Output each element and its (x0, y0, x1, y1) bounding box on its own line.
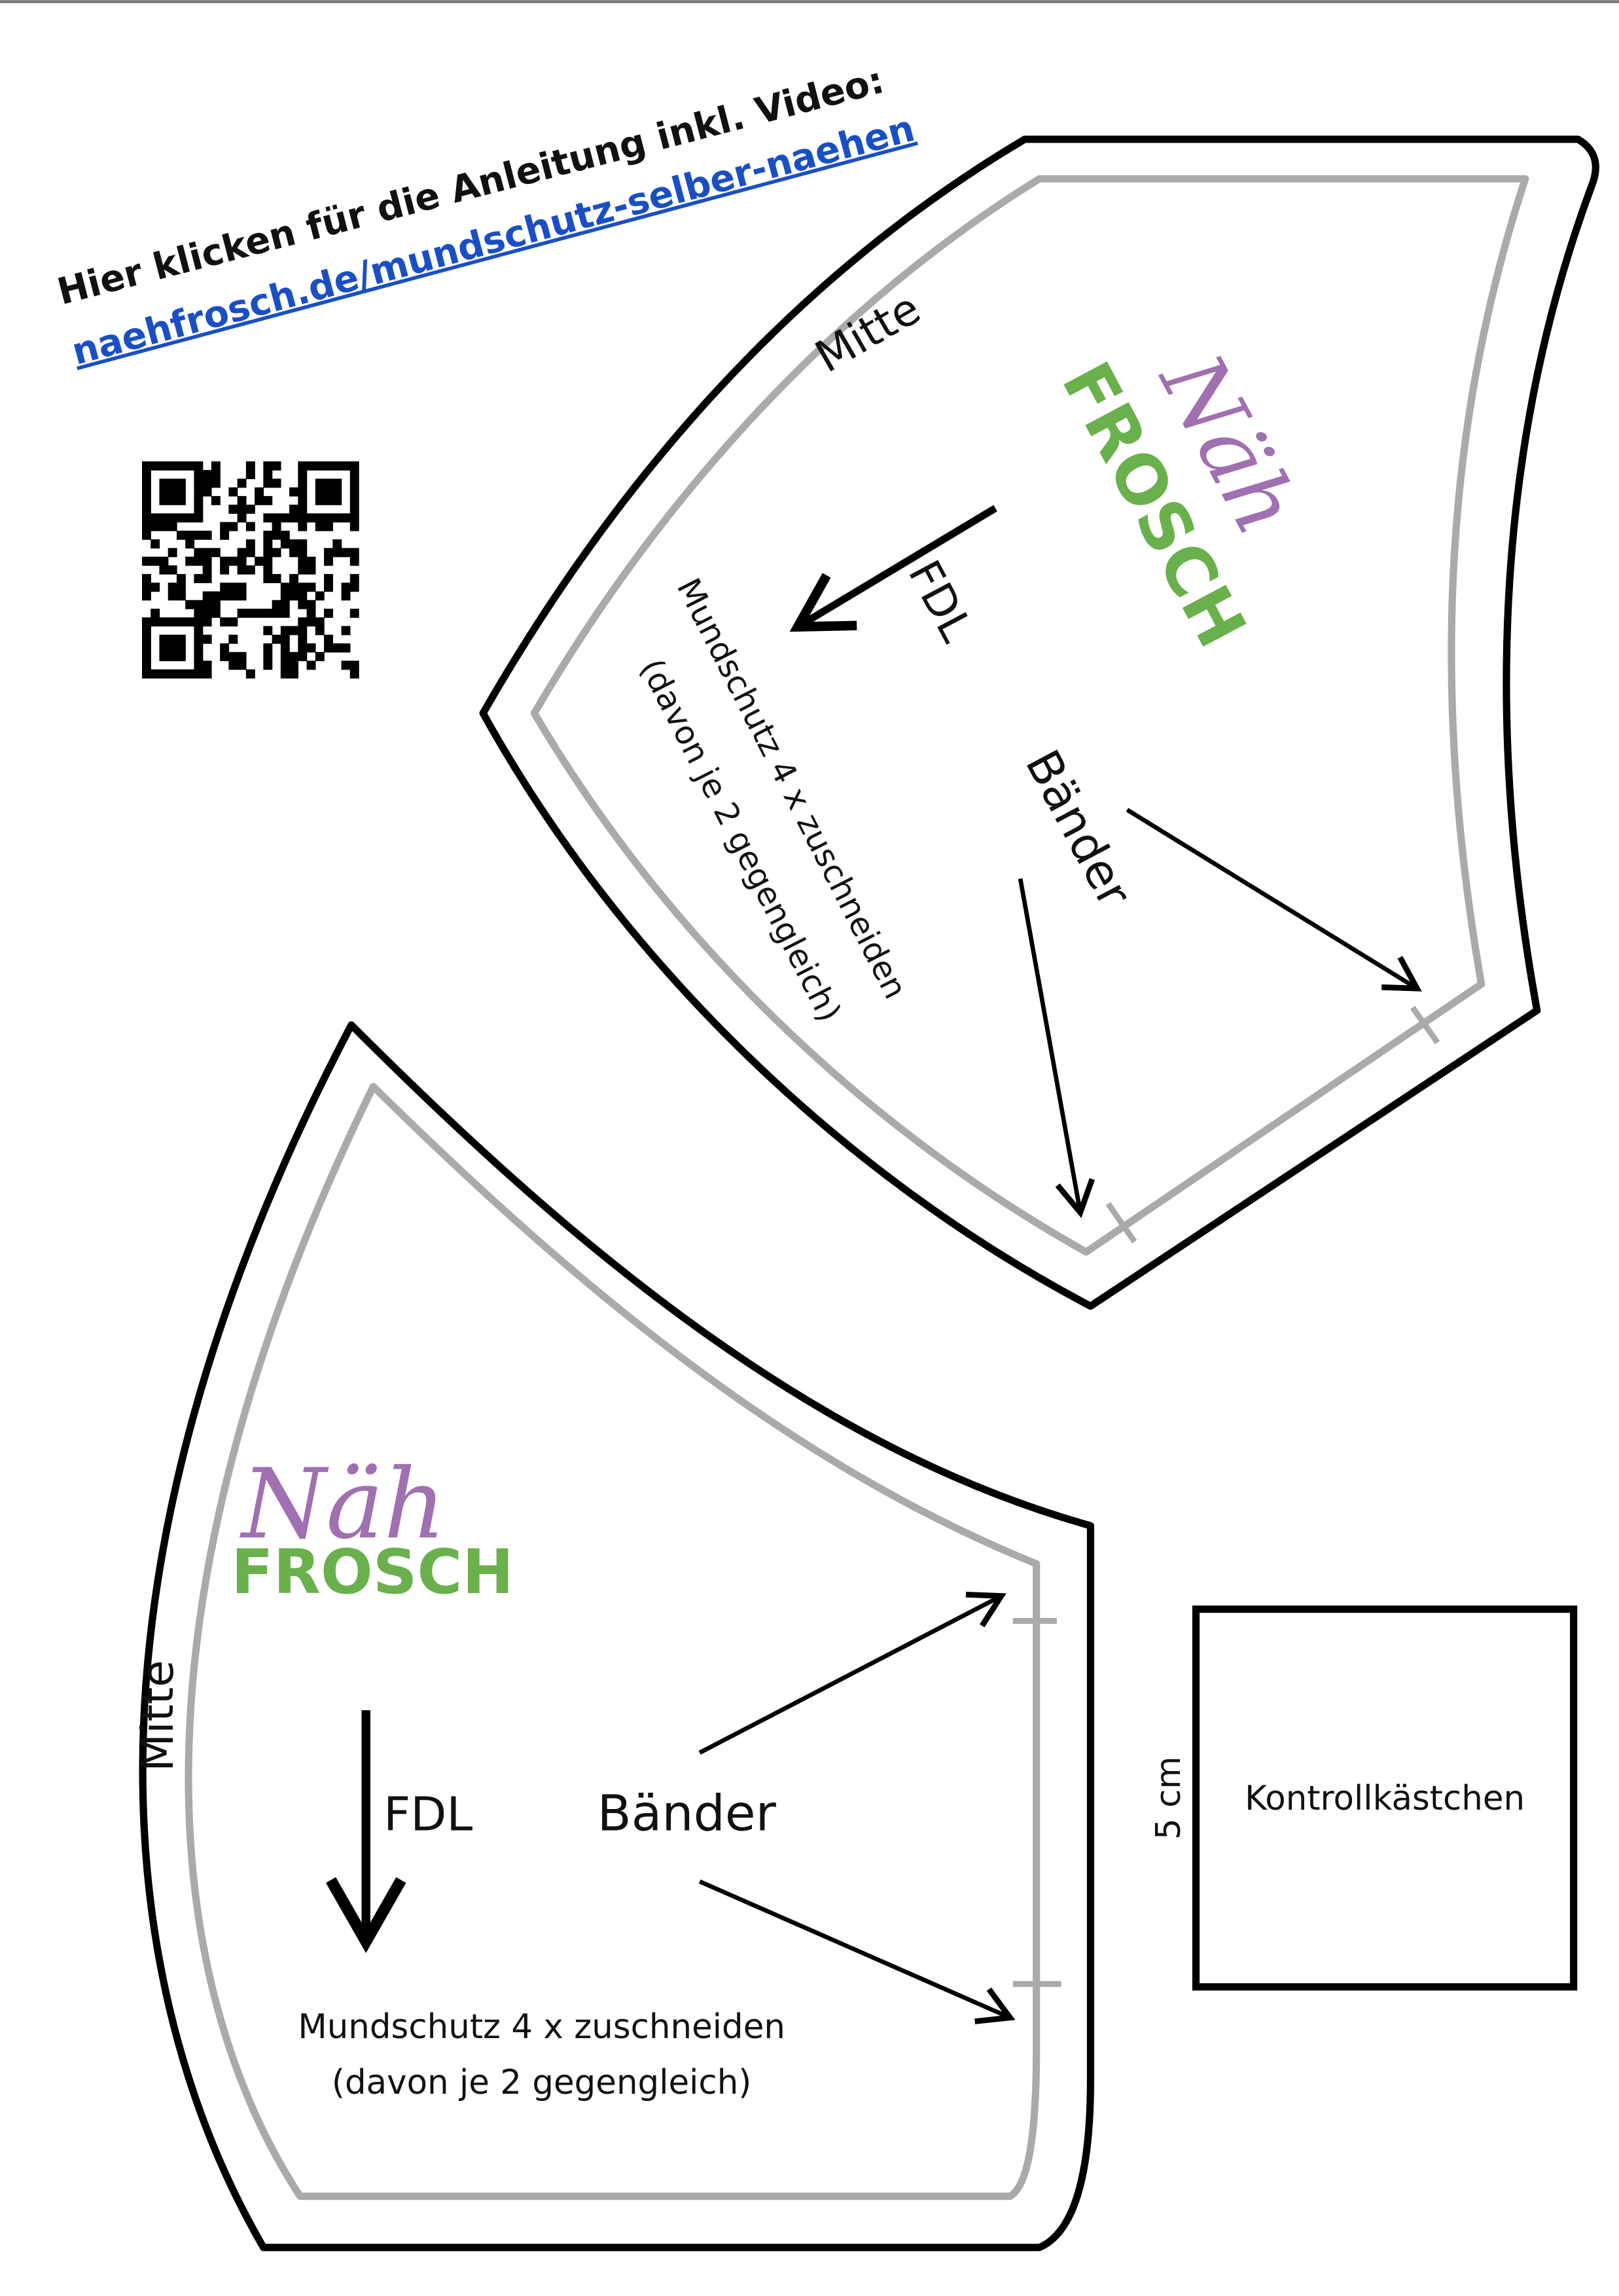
logo-brand: FROSCH (231, 1537, 514, 1608)
control-box-label: Kontrollkästchen (1245, 1779, 1525, 1818)
cut-instruction-note: (davon je 2 gegengleich) (332, 2063, 752, 2102)
tie-arrow (698, 1879, 1016, 2024)
tie-arrow (698, 1591, 1006, 1755)
tie-arrow (1018, 878, 1095, 1219)
cut-line (479, 135, 1599, 1310)
seam-line (185, 1083, 1041, 2200)
grain-arrow (789, 505, 997, 632)
center-label: Mitte (132, 1660, 183, 1771)
size-label: 5 cm (1149, 1756, 1188, 1839)
ties-label: Bänder (597, 1784, 777, 1842)
tie-mark (1105, 1202, 1137, 1244)
logo-script: Näh (240, 1448, 446, 1560)
logo: Näh FROSCH (231, 1448, 514, 1608)
grain-label: FDL (383, 1787, 472, 1841)
tie-arrow (1126, 808, 1422, 992)
cut-instruction: Mundschutz 4 x zuschneiden (298, 2007, 785, 2047)
qr-code-icon[interactable] (141, 461, 359, 679)
pattern-piece-bottom: Mitte Näh FROSCH FDL Bänder Mundschutz 4… (132, 1021, 1095, 2251)
pattern-piece-top: Mitte FDL Bänder Mundschutz 4 x zuschnei… (479, 135, 1599, 1310)
seam-line (530, 175, 1529, 1256)
control-box: Kontrollkästchen 5 cm (1149, 1605, 1578, 1991)
control-square (1192, 1605, 1578, 1991)
tie-mark (1410, 1005, 1440, 1045)
